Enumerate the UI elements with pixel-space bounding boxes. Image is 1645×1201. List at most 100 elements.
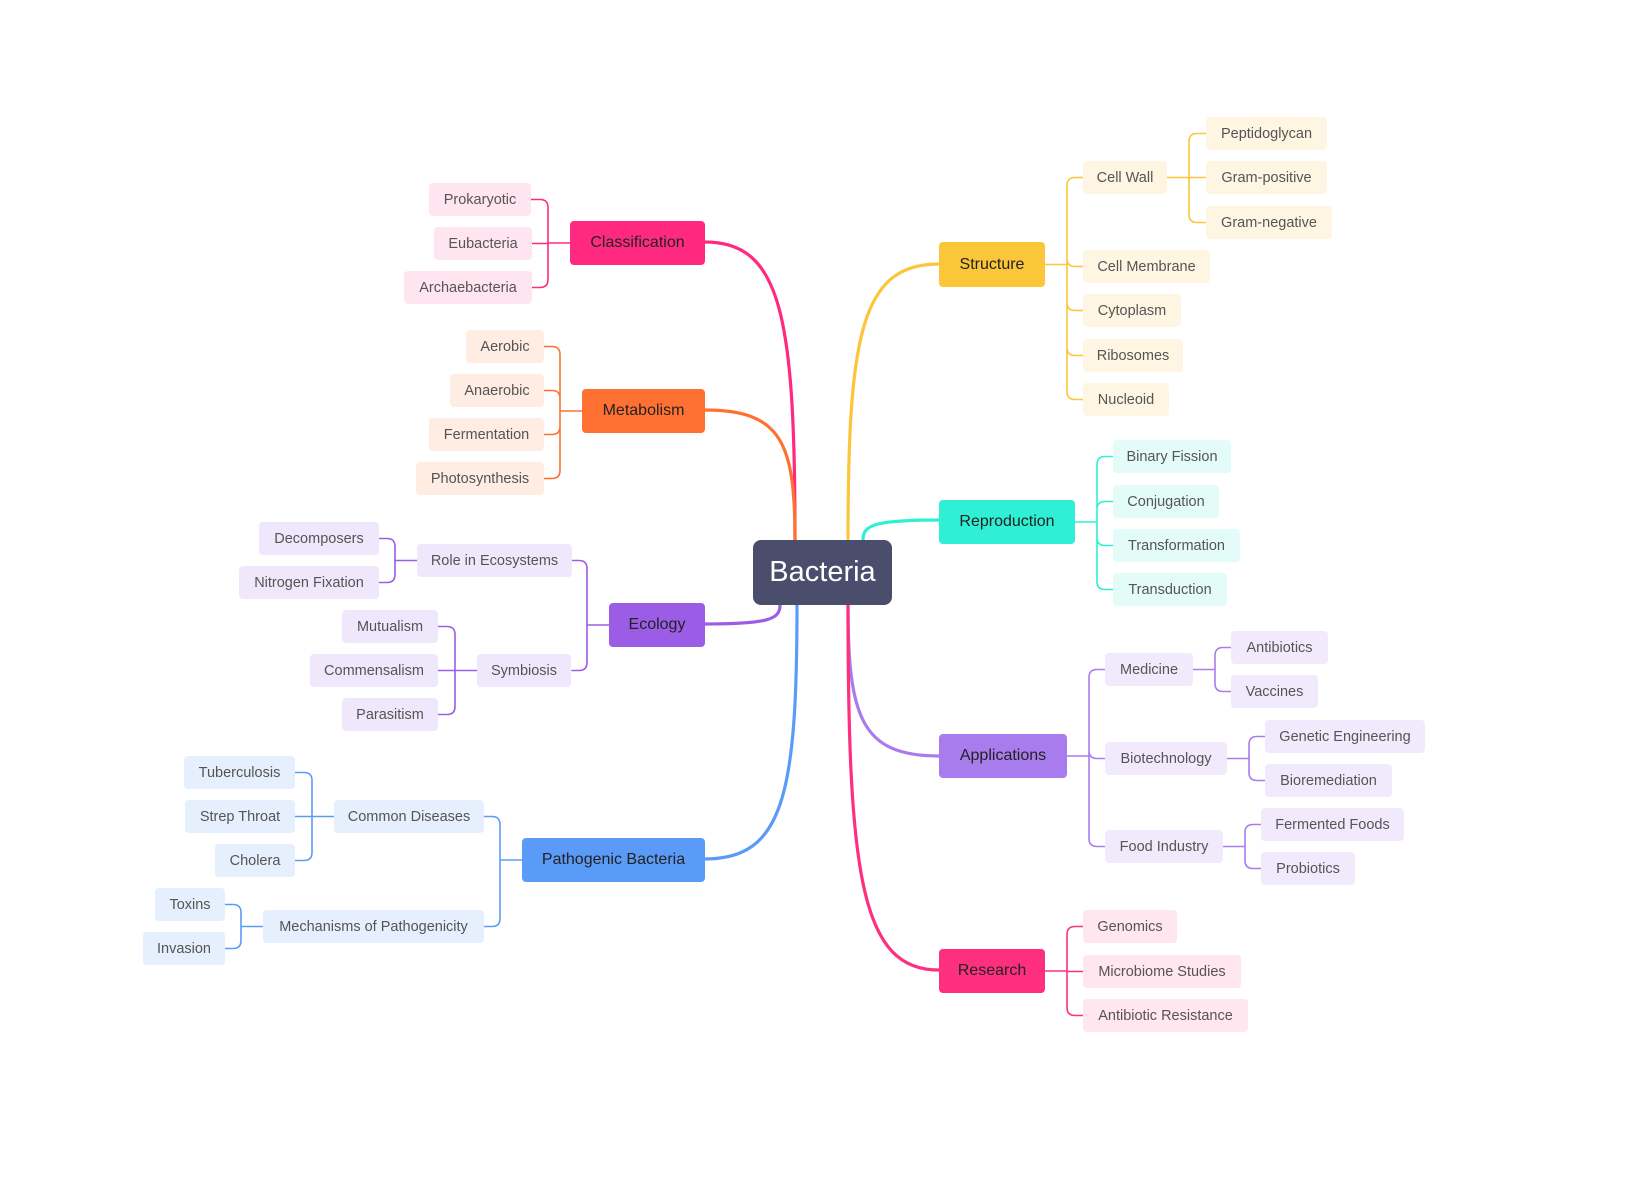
node-peptidoglycan[interactable]: Peptidoglycan xyxy=(1206,117,1327,150)
connector-classification xyxy=(703,240,797,542)
connector-applications-children xyxy=(1066,668,1106,848)
node-photosynthesis[interactable]: Photosynthesis xyxy=(416,462,544,495)
connector-metabolism-children xyxy=(543,345,583,480)
node-common-diseases-label: Common Diseases xyxy=(347,808,471,825)
node-transformation[interactable]: Transformation xyxy=(1113,529,1240,562)
connector-ecology xyxy=(703,603,782,626)
connector-reproduction-children xyxy=(1074,455,1114,591)
node-food-industry[interactable]: Food Industry xyxy=(1105,830,1223,863)
node-nitrogen-fixation-label: Nitrogen Fixation xyxy=(254,574,364,591)
node-cytoplasm-label: Cytoplasm xyxy=(1097,302,1167,319)
branch-applications[interactable]: Applications xyxy=(939,734,1067,778)
node-transduction[interactable]: Transduction xyxy=(1113,573,1227,606)
node-ribosomes-label: Ribosomes xyxy=(1096,347,1170,364)
node-commensalism[interactable]: Commensalism xyxy=(310,654,438,687)
node-fermentation[interactable]: Fermentation xyxy=(429,418,544,451)
node-eubacteria-label: Eubacteria xyxy=(448,235,518,252)
node-cytoplasm[interactable]: Cytoplasm xyxy=(1083,294,1181,327)
node-transformation-label: Transformation xyxy=(1128,537,1225,554)
node-medicine[interactable]: Medicine xyxy=(1105,653,1193,686)
node-genetic-engineering[interactable]: Genetic Engineering xyxy=(1265,720,1425,753)
node-mutualism[interactable]: Mutualism xyxy=(342,610,438,643)
node-symbiosis[interactable]: Symbiosis xyxy=(477,654,571,687)
node-fermented-foods[interactable]: Fermented Foods xyxy=(1261,808,1404,841)
node-anaerobic[interactable]: Anaerobic xyxy=(450,374,544,407)
node-nitrogen-fixation[interactable]: Nitrogen Fixation xyxy=(239,566,379,599)
node-probiotics[interactable]: Probiotics xyxy=(1261,852,1355,885)
node-genomics-label: Genomics xyxy=(1097,918,1163,935)
node-archaebacteria-label: Archaebacteria xyxy=(419,279,517,296)
node-photosynthesis-label: Photosynthesis xyxy=(430,470,530,487)
node-mutualism-label: Mutualism xyxy=(356,618,424,635)
node-genomics[interactable]: Genomics xyxy=(1083,910,1177,943)
branch-classification[interactable]: Classification xyxy=(570,221,705,265)
node-gram-negative[interactable]: Gram-negative xyxy=(1206,206,1332,239)
root-node-label: Bacteria xyxy=(769,556,876,588)
node-gram-positive[interactable]: Gram-positive xyxy=(1206,161,1327,194)
node-cell-wall[interactable]: Cell Wall xyxy=(1083,161,1167,194)
node-decomposers-label: Decomposers xyxy=(274,530,364,547)
node-cholera[interactable]: Cholera xyxy=(215,844,295,877)
node-mechanisms-of-pathogenicity[interactable]: Mechanisms of Pathogenicity xyxy=(263,910,484,943)
node-invasion[interactable]: Invasion xyxy=(143,932,225,965)
node-strep-throat-label: Strep Throat xyxy=(199,808,281,825)
node-conjugation[interactable]: Conjugation xyxy=(1113,485,1219,518)
node-gram-positive-label: Gram-positive xyxy=(1221,169,1312,186)
root-node[interactable]: Bacteria xyxy=(753,540,892,605)
node-genetic-engineering-label: Genetic Engineering xyxy=(1279,728,1411,745)
branch-pathogenic-bacteria[interactable]: Pathogenic Bacteria xyxy=(522,838,705,882)
node-commensalism-label: Commensalism xyxy=(324,662,424,679)
branch-ecology[interactable]: Ecology xyxy=(609,603,705,647)
branch-research[interactable]: Research xyxy=(939,949,1045,993)
node-nucleoid[interactable]: Nucleoid xyxy=(1083,383,1169,416)
node-mechanisms-of-pathogenicity-label: Mechanisms of Pathogenicity xyxy=(279,918,468,935)
node-biotechnology[interactable]: Biotechnology xyxy=(1105,742,1227,775)
node-parasitism[interactable]: Parasitism xyxy=(342,698,438,731)
node-probiotics-label: Probiotics xyxy=(1276,860,1340,877)
branch-structure[interactable]: Structure xyxy=(939,242,1045,287)
node-common-diseases[interactable]: Common Diseases xyxy=(334,800,484,833)
node-vaccines[interactable]: Vaccines xyxy=(1231,675,1318,708)
connector-medicine-children xyxy=(1192,646,1232,693)
node-binary-fission-label: Binary Fission xyxy=(1126,448,1218,465)
node-role-in-ecosystems[interactable]: Role in Ecosystems xyxy=(417,544,572,577)
connector-food-industry-children xyxy=(1222,823,1262,870)
node-eubacteria[interactable]: Eubacteria xyxy=(434,227,532,260)
node-archaebacteria[interactable]: Archaebacteria xyxy=(404,271,532,304)
connector-symbiosis-children xyxy=(437,625,478,716)
node-toxins-label: Toxins xyxy=(169,896,211,913)
node-tuberculosis[interactable]: Tuberculosis xyxy=(184,756,295,789)
connector-pathogenic-bacteria xyxy=(703,603,799,861)
node-invasion-label: Invasion xyxy=(156,940,211,957)
node-ribosomes[interactable]: Ribosomes xyxy=(1083,339,1183,372)
branch-metabolism[interactable]: Metabolism xyxy=(582,389,705,433)
branch-reproduction[interactable]: Reproduction xyxy=(939,500,1075,544)
branch-metabolism-label: Metabolism xyxy=(602,402,685,419)
connector-biotechnology-children xyxy=(1226,735,1266,782)
node-strep-throat[interactable]: Strep Throat xyxy=(185,800,295,833)
branch-reproduction-label: Reproduction xyxy=(959,513,1055,530)
connector-structure-children xyxy=(1044,176,1084,401)
node-microbiome-studies[interactable]: Microbiome Studies xyxy=(1083,955,1241,988)
node-role-in-ecosystems-label: Role in Ecosystems xyxy=(430,552,559,569)
node-prokaryotic[interactable]: Prokaryotic xyxy=(429,183,531,216)
node-antibiotics[interactable]: Antibiotics xyxy=(1231,631,1328,664)
node-cell-membrane[interactable]: Cell Membrane xyxy=(1083,250,1210,283)
connector-common-diseases-children xyxy=(294,771,335,862)
node-decomposers[interactable]: Decomposers xyxy=(259,522,379,555)
node-toxins[interactable]: Toxins xyxy=(155,888,225,921)
node-binary-fission[interactable]: Binary Fission xyxy=(1113,440,1231,473)
node-bioremediation[interactable]: Bioremediation xyxy=(1265,764,1392,797)
node-aerobic[interactable]: Aerobic xyxy=(466,330,544,363)
connector-structure xyxy=(846,262,941,542)
node-fermented-foods-label: Fermented Foods xyxy=(1275,816,1390,833)
node-antibiotic-resistance-label: Antibiotic Resistance xyxy=(1098,1007,1233,1024)
branch-structure-label: Structure xyxy=(959,255,1025,273)
node-food-industry-label: Food Industry xyxy=(1119,838,1209,855)
branch-pathogenic-bacteria-label: Pathogenic Bacteria xyxy=(541,851,686,868)
branch-applications-label: Applications xyxy=(959,747,1047,764)
node-antibiotic-resistance[interactable]: Antibiotic Resistance xyxy=(1083,999,1248,1032)
node-vaccines-label: Vaccines xyxy=(1245,683,1304,700)
